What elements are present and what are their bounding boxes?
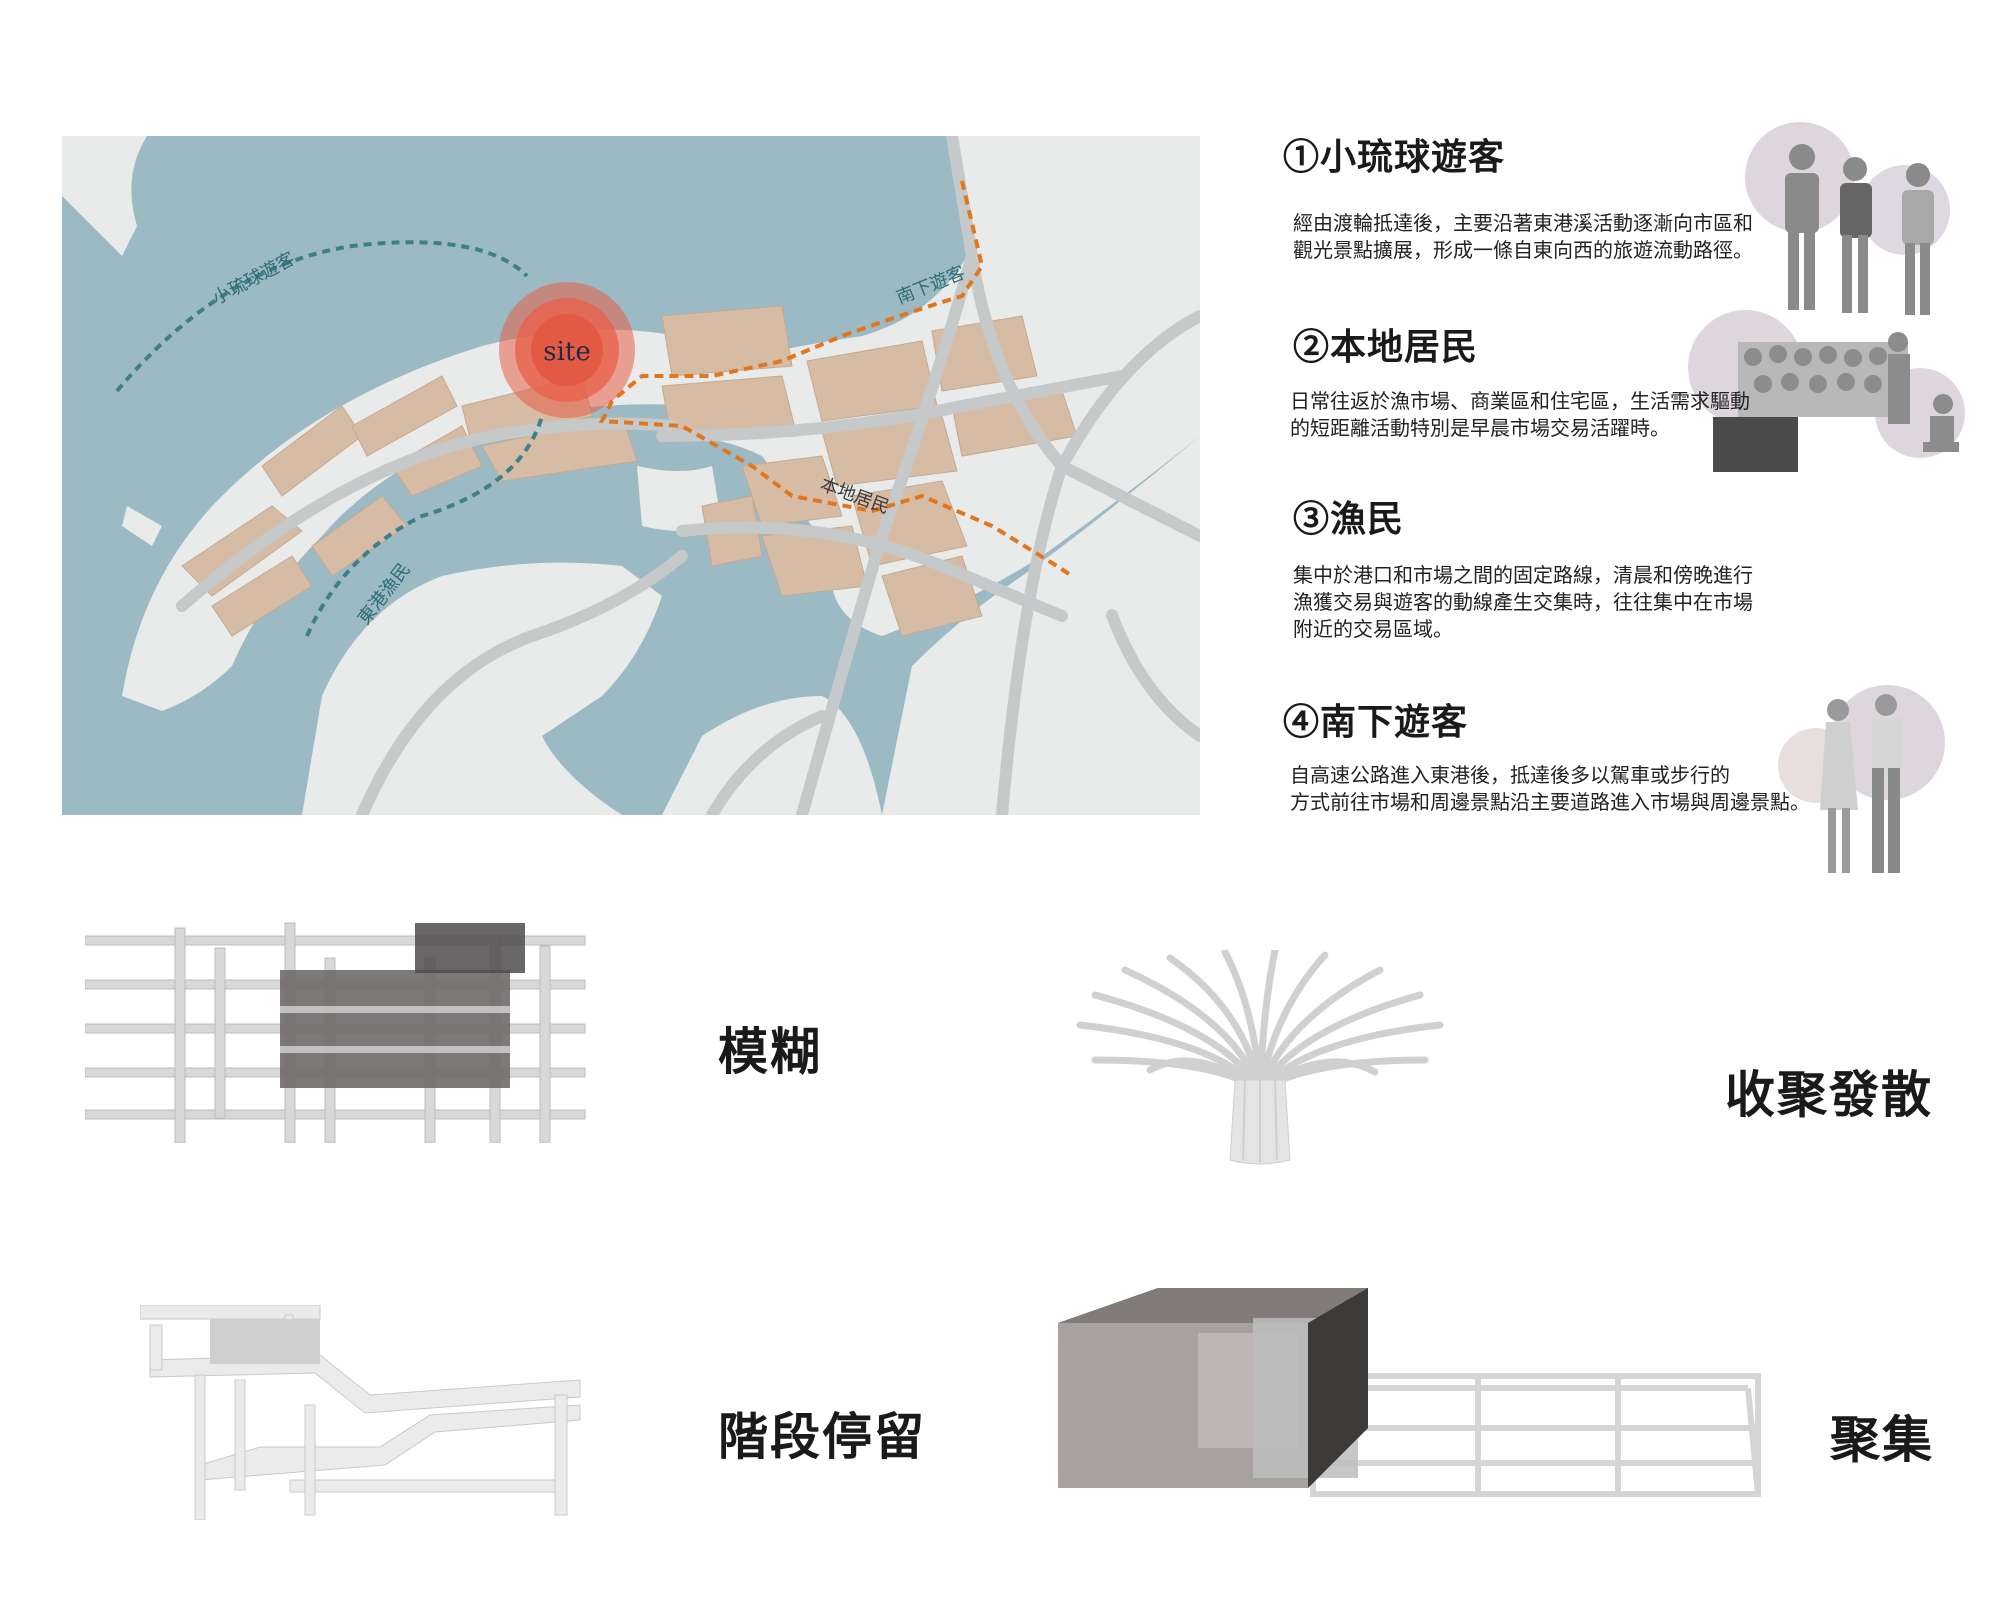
group-desc-3: 集中於港口和市場之間的固定路線，清晨和傍晚進行 漁獲交易與遊客的動線產生交集時，… bbox=[1293, 562, 1823, 643]
stage-stay-model bbox=[140, 1305, 581, 1520]
tourists-group-figure bbox=[1785, 144, 1934, 315]
blur-model bbox=[85, 922, 586, 1143]
residents-crowd-figure bbox=[1713, 332, 1959, 472]
desc-line: 附近的交易區域。 bbox=[1293, 617, 1453, 641]
blur-dark-volume bbox=[415, 923, 525, 973]
site-label: site bbox=[543, 337, 591, 367]
group-title-1: ①小琉球遊客 bbox=[1283, 136, 1506, 178]
travelers-couple-figure bbox=[1820, 694, 1902, 873]
road-network bbox=[176, 136, 1200, 815]
desc-line: 觀光景點擴展，形成一條自東向西的旅遊流動路徑。 bbox=[1293, 238, 1753, 262]
concept-label-converge: 收聚發散 bbox=[1725, 1065, 1933, 1124]
flow-fisher bbox=[305, 415, 544, 637]
desc-line: 日常往返於漁市場、商業區和住宅區，生活需求驅動 bbox=[1290, 389, 1750, 413]
desc-line: 的短距離活動特別是早晨市場交易活躍時。 bbox=[1290, 416, 1670, 440]
stage-shadow-volume bbox=[210, 1319, 320, 1364]
group-title-2: ②本地居民 bbox=[1293, 326, 1479, 368]
flow-xiaoliuqiu bbox=[115, 240, 529, 393]
site-map: 小琉球遊客 南下遊客 本地居民 東港漁民 site bbox=[62, 136, 1200, 815]
gather-model bbox=[1058, 1288, 1761, 1497]
blur-dark-volume bbox=[280, 970, 510, 1088]
desc-line: 方式前往市場和周邊景點沿主要道路進入市場與周邊景點。 bbox=[1290, 790, 1810, 814]
desc-line: 集中於港口和市場之間的固定路線，清晨和傍晚進行 bbox=[1293, 563, 1753, 587]
desc-line: 自高速公路進入東港後，抵達後多以駕車或步行的 bbox=[1290, 763, 1730, 787]
desc-line: 經由渡輪抵達後，主要沿著東港溪活動逐漸向市區和 bbox=[1293, 211, 1753, 235]
site-marker: site bbox=[499, 282, 635, 418]
concept-label-blur: 模糊 bbox=[718, 1022, 822, 1081]
route-path bbox=[598, 180, 1074, 578]
group-title-4: ④南下遊客 bbox=[1283, 701, 1469, 743]
group-desc-4: 自高速公路進入東港後，抵達後多以駕車或步行的 方式前往市場和周邊景點沿主要道路進… bbox=[1290, 762, 1820, 816]
group-desc-2: 日常往返於漁市場、商業區和住宅區，生活需求驅動 的短距離活動特別是早晨市場交易活… bbox=[1290, 388, 1820, 442]
concept-label-stage: 階段停留 bbox=[718, 1407, 926, 1466]
desc-line: 漁獲交易與遊客的動線產生交集時，往往集中在市場 bbox=[1293, 590, 1753, 614]
converge-diverge-model bbox=[1076, 950, 1444, 1165]
group-title-3: ③漁民 bbox=[1293, 498, 1405, 540]
group-desc-1: 經由渡輪抵達後，主要沿著東港溪活動逐漸向市區和 觀光景點擴展，形成一條自東向西的… bbox=[1293, 210, 1823, 264]
concept-label-gather: 聚集 bbox=[1830, 1410, 1934, 1469]
